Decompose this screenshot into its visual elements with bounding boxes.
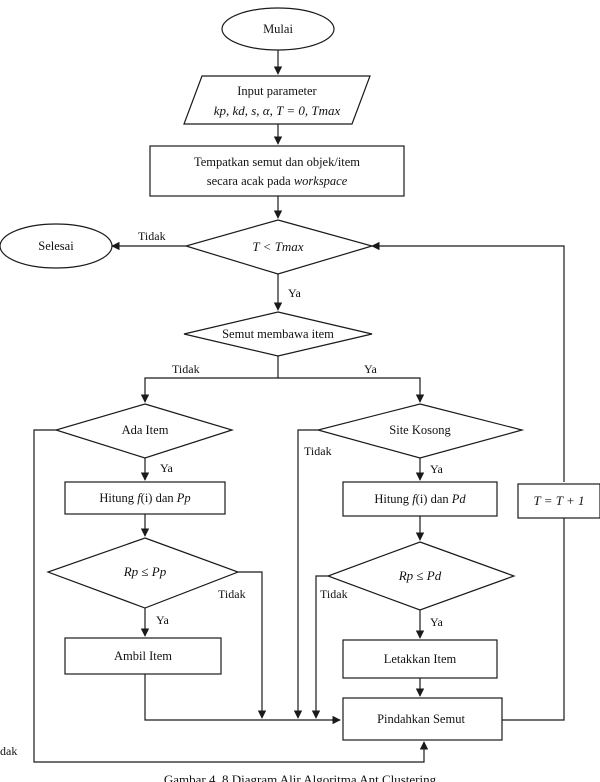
node-move: Pindahkan Semut bbox=[342, 697, 503, 741]
edge-label-yes-hasitem: Ya bbox=[160, 461, 173, 475]
edge-label-no-drop: Tidak bbox=[320, 587, 348, 601]
calc-drop-label: Hitung f(i) dan Pd bbox=[374, 492, 466, 506]
figure-caption: Gambar 4. 8 Diagram Alir Algoritma Ant C… bbox=[164, 772, 437, 782]
input-parallelogram bbox=[183, 75, 371, 125]
start-ellipse bbox=[221, 7, 335, 51]
edge-label-yes-right: Ya bbox=[364, 362, 377, 376]
calc-pick-label: Hitung f(i) dan Pp bbox=[99, 491, 190, 505]
empty-site-label: Site Kosong bbox=[389, 423, 451, 437]
cond-drop-label: Rp ≤ Pd bbox=[398, 568, 442, 583]
node-cond-time: T < Tmax bbox=[183, 219, 375, 275]
node-start: Mulai bbox=[221, 7, 335, 51]
calc-pick-rect bbox=[64, 481, 226, 515]
node-has-item: Ada Item bbox=[53, 403, 235, 459]
edge-label-yes-pick: Ya bbox=[156, 613, 169, 627]
node-place: Tempatkan semut dan objek/item secara ac… bbox=[149, 145, 405, 197]
place-label-line1: Tempatkan semut dan objek/item bbox=[194, 155, 360, 169]
edge-label-no-end: Tidak bbox=[138, 229, 166, 243]
input-label-line2: kp, kd, s, α, T = 0, Tmax bbox=[214, 103, 341, 118]
edge-label-yes-carry: Ya bbox=[288, 286, 301, 300]
has-item-label: Ada Item bbox=[122, 423, 169, 437]
cond-time-diamond bbox=[183, 219, 375, 275]
place-label-line2: secara acak pada workspace bbox=[207, 174, 348, 188]
edge-take-move bbox=[144, 674, 341, 725]
place-rect bbox=[149, 145, 405, 197]
cond-pick-label: Rp ≤ Pp bbox=[123, 564, 167, 579]
increment-rect bbox=[517, 483, 600, 519]
node-increment: T = T + 1 bbox=[517, 483, 600, 519]
node-carry: Semut membawa item bbox=[183, 311, 373, 357]
edge-condpick-no bbox=[238, 571, 267, 719]
edge-label-no-pick: Tidak bbox=[218, 587, 246, 601]
edge-hasitem-no bbox=[33, 429, 429, 763]
increment-label: T = T + 1 bbox=[533, 493, 584, 508]
node-calc-drop: Hitung f(i) dan Pd bbox=[342, 481, 498, 517]
end-ellipse bbox=[0, 223, 113, 269]
carry-diamond bbox=[183, 311, 373, 357]
start-label: Mulai bbox=[263, 22, 293, 36]
node-take: Ambil Item bbox=[64, 637, 222, 675]
edge-increment-cond bbox=[371, 241, 565, 482]
edge-move-increment bbox=[502, 518, 565, 721]
edge-labels: Tidak Ya Tidak Ya Ya Tidak Ya Tidak Ya T… bbox=[0, 229, 443, 758]
empty-site-diamond bbox=[315, 403, 525, 459]
cond-drop-diamond bbox=[326, 541, 516, 611]
calc-drop-rect bbox=[342, 481, 498, 517]
node-cond-drop: Rp ≤ Pd bbox=[326, 541, 516, 611]
take-label: Ambil Item bbox=[114, 649, 172, 663]
move-label: Pindahkan Semut bbox=[377, 712, 465, 726]
edge-label-yes-site: Ya bbox=[430, 462, 443, 476]
edge-label-yes-drop: Ya bbox=[430, 615, 443, 629]
node-end: Selesai bbox=[0, 223, 113, 269]
put-rect bbox=[342, 639, 498, 679]
take-rect bbox=[64, 637, 222, 675]
edge-label-no-site: Tidak bbox=[304, 444, 332, 458]
node-cond-pick: Rp ≤ Pp bbox=[46, 537, 240, 609]
end-label: Selesai bbox=[38, 239, 74, 253]
cond-time-label: T < Tmax bbox=[252, 239, 303, 254]
input-label-line1: Input parameter bbox=[237, 84, 317, 98]
edge-label-no-left: Tidak bbox=[172, 362, 200, 376]
edge-label-no-far-left: dak bbox=[0, 744, 17, 758]
move-rect bbox=[342, 697, 503, 741]
has-item-diamond bbox=[53, 403, 235, 459]
node-empty-site: Site Kosong bbox=[315, 403, 525, 459]
edge-carry-right bbox=[278, 377, 425, 403]
carry-label: Semut membawa item bbox=[222, 327, 334, 341]
node-calc-pick: Hitung f(i) dan Pp bbox=[64, 481, 226, 515]
edge-conddrop-no bbox=[311, 575, 328, 719]
node-input: Input parameter kp, kd, s, α, T = 0, Tma… bbox=[183, 75, 371, 125]
edge-site-no bbox=[293, 429, 318, 719]
put-label: Letakkan Item bbox=[384, 652, 457, 666]
node-put: Letakkan Item bbox=[342, 639, 498, 679]
edge-carry-left bbox=[140, 356, 279, 403]
cond-pick-diamond bbox=[46, 537, 240, 609]
connectors bbox=[33, 50, 565, 763]
